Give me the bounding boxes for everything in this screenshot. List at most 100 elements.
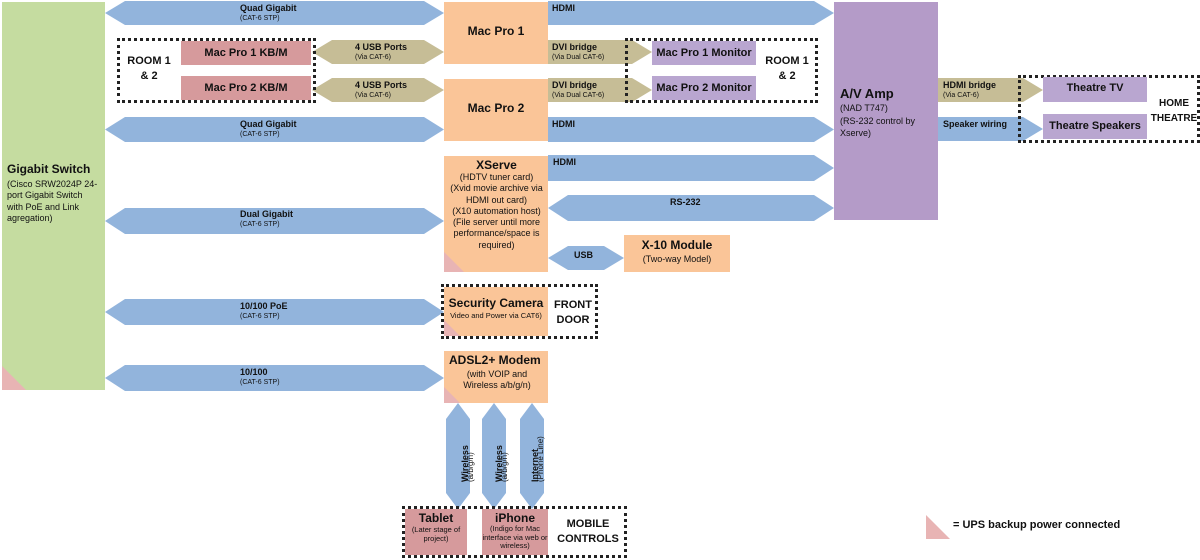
iphone-title: iPhone [494, 511, 535, 525]
arrow-speaker-wiring [938, 117, 1043, 141]
adsl-modem: ADSL2+ Modem (with VOIP and Wireless a/b… [444, 351, 548, 403]
arrow-dual-gigabit [105, 208, 444, 234]
mac-pro-1-monitor: Mac Pro 1 Monitor [652, 41, 756, 65]
switch-description: (Cisco SRW2024P 24-port Gigabit Switch w… [7, 179, 98, 223]
mac-pro-1: Mac Pro 1 [444, 2, 548, 64]
link-quad2-sub: (CAT-6 STP) [240, 131, 280, 138]
av-amp-control: (RS-232 control by Xserve) [840, 116, 916, 138]
link-poe-label: 10/100 PoE [240, 301, 288, 311]
room-left-label: ROOM 1 & 2 [127, 55, 171, 82]
link-dual-sub: (CAT-6 STP) [240, 221, 280, 228]
link-hdmibridge-label: HDMI bridge [943, 80, 996, 90]
link-usb3-label: USB [574, 250, 594, 260]
x10-title: X-10 Module [641, 238, 713, 252]
link-speaker-label: Speaker wiring [943, 119, 1008, 129]
security-camera: Security Camera Video and Power via CAT6… [444, 287, 548, 336]
arrow-10-100 [105, 365, 444, 391]
link-wifi1-subtext: (a/b/g/n) [466, 452, 475, 482]
tablet: Tablet (Later stage of project) [405, 509, 467, 555]
front-door-label: FRONT DOOR [554, 299, 592, 326]
xserve: XServe (HDTV tuner card) (Xvid movie arc… [444, 156, 548, 272]
mac-pro-2-title: Mac Pro 2 [467, 101, 525, 115]
room-right-group [625, 38, 818, 103]
link-poe-sub: (CAT-6 STP) [240, 313, 280, 320]
link-net-label: 10/100 [240, 367, 268, 377]
x10-module: X-10 Module (Two-way Model) [624, 235, 730, 272]
mobile-controls-label: MOBILE CONTROLS [557, 518, 619, 545]
arrow-quad-gigabit-1 [105, 1, 444, 25]
switch-title: Gigabit Switch [7, 162, 91, 176]
arrow-hdmi-3 [548, 155, 834, 181]
ups-legend-text: = UPS backup power connected [953, 519, 1121, 531]
link-dvi2-label: DVI bridge [552, 80, 598, 90]
security-camera-title: Security Camera [448, 296, 544, 310]
link-hdmibridge-sub: (Via CAT-6) [943, 92, 979, 99]
theatre-speakers: Theatre Speakers [1043, 114, 1147, 139]
arrow-quad-gigabit-2 [105, 117, 444, 142]
adsl-modem-title: ADSL2+ Modem [449, 353, 541, 367]
mac-pro-2-monitor: Mac Pro 2 Monitor [652, 76, 756, 100]
arrow-wireless-2 [482, 403, 506, 509]
room-right-label: ROOM 1 & 2 [765, 55, 809, 82]
adsl-modem-subtitle: (with VOIP and Wireless a/b/g/n) [463, 369, 531, 391]
link-internet-subtext: (Phone Line) [536, 436, 545, 482]
ups-marker [444, 387, 460, 403]
link-dual-label: Dual Gigabit [240, 209, 294, 219]
theatre-tv: Theatre TV [1043, 77, 1147, 102]
iphone-subtitle: (Indigo for Mac interface via web or wir… [482, 524, 548, 551]
av-amp-model: (NAD T747) [840, 103, 888, 113]
mac-pro-2-kbm: Mac Pro 2 KB/M [181, 76, 311, 100]
link-hdmi3-label: HDMI [553, 157, 576, 167]
link-hdmi1-label: HDMI [552, 3, 575, 13]
link-dvi1-sub: (Via Dual CAT-6) [552, 54, 605, 61]
arrow-wireless-1 [446, 403, 470, 509]
link-hdmi2-label: HDMI [552, 119, 575, 129]
link-usb2-sub: (Via CAT-6) [355, 92, 391, 99]
home-theatre-group [1018, 75, 1200, 143]
room-left-group [117, 38, 316, 103]
arrow-usb-1 [312, 40, 444, 64]
ups-marker [2, 366, 26, 390]
mobile-controls-group [402, 506, 627, 558]
arrow-hdmi-2 [548, 117, 834, 142]
ups-legend-marker [926, 515, 950, 539]
mac-pro-2: Mac Pro 2 [444, 79, 548, 141]
arrow-hdmi-1 [548, 1, 834, 25]
arrow-usb-3 [548, 246, 624, 270]
av-amp-title: A/V Amp [840, 86, 894, 101]
front-door-group [441, 284, 598, 339]
xserve-line-2: (Xvid movie archive via HDMI out card) [450, 183, 543, 205]
security-camera-subtitle: Video and Power via CAT6) [450, 311, 542, 320]
arrow-rs232 [548, 195, 834, 221]
link-rs232-label: RS-232 [670, 197, 701, 207]
xserve-title: XServe [476, 158, 517, 172]
link-quad1-label: Quad Gigabit [240, 3, 297, 13]
arrow-usb-2 [312, 78, 444, 102]
link-dvi2-sub: (Via Dual CAT-6) [552, 92, 605, 99]
tablet-title: Tablet [418, 511, 454, 525]
link-quad1-sub: (CAT-6 STP) [240, 15, 280, 22]
iphone: iPhone (Indigo for Mac interface via web… [482, 509, 548, 555]
gigabit-switch: Gigabit Switch (Cisco SRW2024P 24-port G… [2, 2, 105, 390]
mac-pro-1-kbm: Mac Pro 1 KB/M [181, 41, 311, 65]
av-amp: A/V Amp (NAD T747) (RS-232 control by Xs… [834, 2, 938, 220]
link-dvi1-label: DVI bridge [552, 42, 598, 52]
link-usb2-label: 4 USB Ports [355, 80, 408, 90]
link-wifi2-subtext: (a/b/g/n) [500, 452, 509, 482]
tablet-subtitle: (Later stage of project) [411, 525, 461, 544]
ups-marker [444, 252, 464, 272]
arrow-internet [520, 403, 544, 509]
link-usb1-label: 4 USB Ports [355, 42, 408, 52]
home-theatre-label: HOME THEATRE [1150, 98, 1198, 124]
link-usb1-sub: (Via CAT-6) [355, 54, 391, 61]
link-net-sub: (CAT-6 STP) [240, 379, 280, 386]
x10-subtitle: (Two-way Model) [642, 254, 712, 264]
mac-pro-1-title: Mac Pro 1 [467, 24, 525, 38]
arrow-poe [105, 299, 444, 325]
arrow-hdmi-bridge [938, 78, 1043, 102]
ups-marker [444, 320, 460, 336]
xserve-line-3: (X10 automation host) [452, 205, 541, 216]
xserve-line-4: (File server until more performance/spac… [452, 217, 541, 250]
link-quad2-label: Quad Gigabit [240, 119, 297, 129]
